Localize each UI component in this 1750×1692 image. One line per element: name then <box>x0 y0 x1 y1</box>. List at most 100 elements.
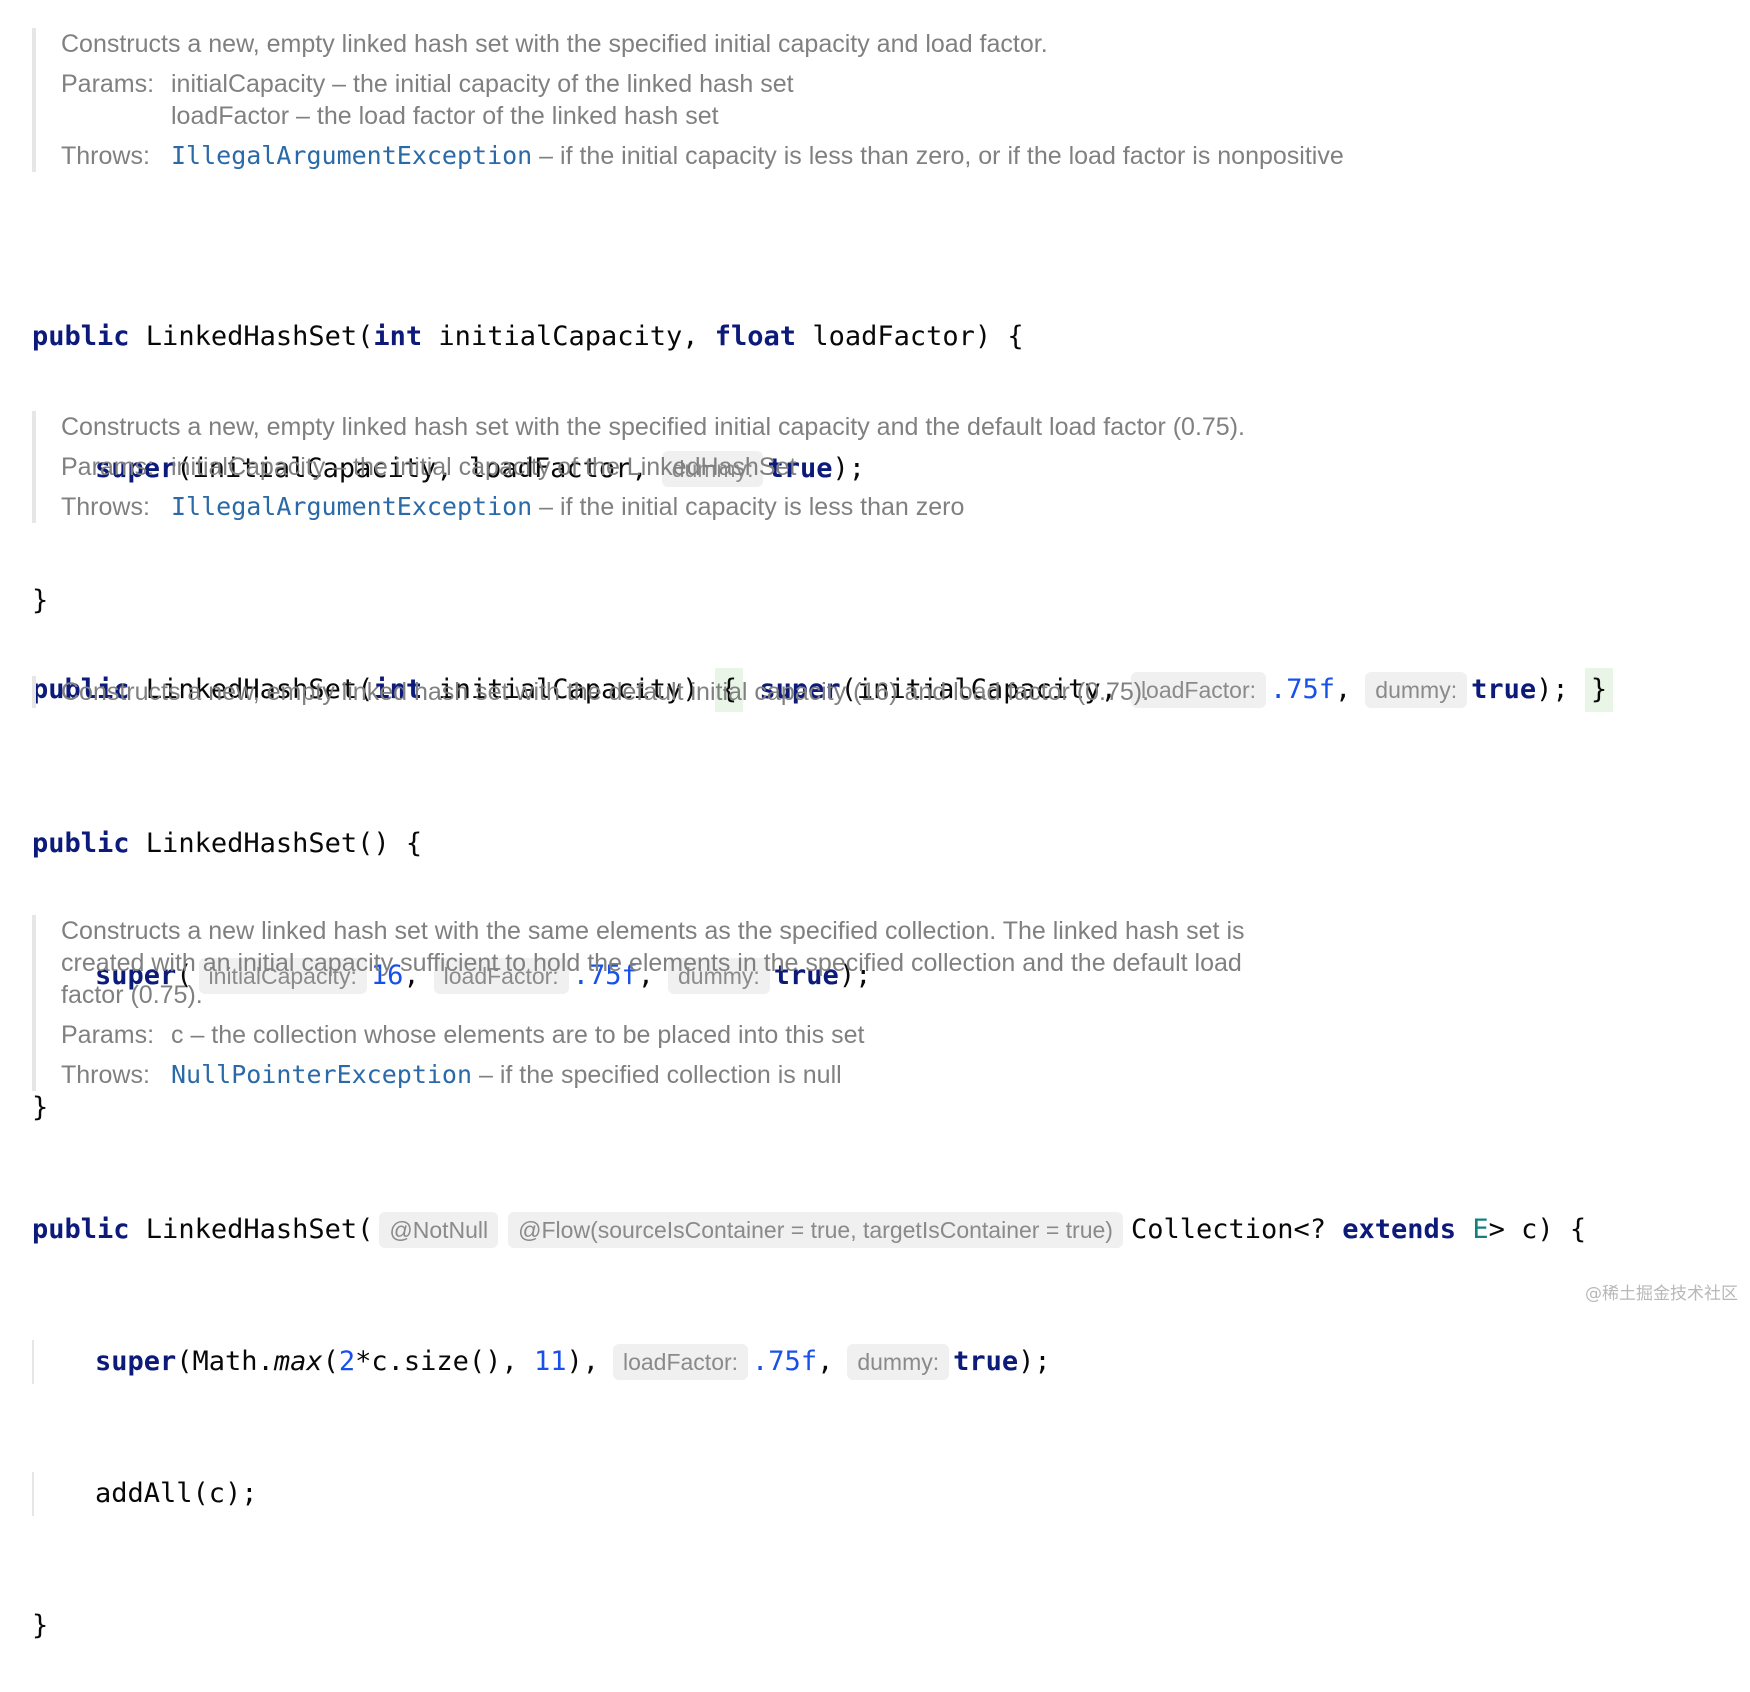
throws-text: – if the initial capacity is less than z… <box>532 493 965 521</box>
folded-brace-open[interactable]: { <box>714 668 744 712</box>
javadoc-block-2: Constructs a new, empty linked hash set … <box>32 411 1361 523</box>
code-text: initialCapacity, <box>422 321 715 352</box>
code-block-4: public LinkedHashSet(@NotNull@Flow(sourc… <box>32 1120 1586 1692</box>
code-line: super(initialCapacity:16,loadFactor:.75f… <box>32 954 871 998</box>
code-text: ( <box>322 1346 339 1377</box>
code-line: super(Math.max(2*c.size(), 11),loadFacto… <box>32 1340 1586 1384</box>
javadoc-block-3: Constructs a new, empty linked hash set … <box>32 676 1361 708</box>
code-text: ); <box>838 960 872 991</box>
keyword: true <box>773 960 839 991</box>
inlay-hint-dummy[interactable]: dummy: <box>847 1344 950 1380</box>
code-text: ); <box>832 453 866 484</box>
code-text: , <box>637 960 654 991</box>
code-text: initialCapacity) <box>422 674 715 705</box>
keyword: super <box>95 1346 177 1377</box>
doc-description: Constructs a new, empty linked hash set … <box>61 678 1150 706</box>
param-c: c – the collection whose elements are to… <box>171 1021 865 1049</box>
keyword: true <box>767 453 833 484</box>
doc-throws-row: Throws: NullPointerException – if the sp… <box>61 1059 1361 1091</box>
code-text: (initialCapacity, <box>840 674 1117 705</box>
type-parameter: E <box>1472 1214 1489 1245</box>
code-line: } <box>32 1604 1586 1648</box>
throws-label: Throws: <box>61 1061 150 1089</box>
doc-description: Constructs a new, empty linked hash set … <box>61 30 1048 58</box>
inlay-hint-dummy[interactable]: dummy: <box>667 958 770 994</box>
params-label: Params: <box>61 70 155 98</box>
exception-link[interactable]: IllegalArgumentException <box>171 492 533 521</box>
code-text: addAll(c); <box>95 1478 258 1509</box>
keyword: public <box>32 1214 130 1245</box>
keyword: float <box>714 321 797 352</box>
code-line: addAll(c); <box>32 1472 1586 1516</box>
doc-throws-row: Throws: IllegalArgumentException – if th… <box>61 140 1361 172</box>
number-literal: .75f <box>572 960 638 991</box>
number-literal: .75f <box>1270 674 1336 705</box>
ctor-name: LinkedHashSet( <box>129 1214 374 1245</box>
javadoc-block-1: Constructs a new, empty linked hash set … <box>32 28 1361 172</box>
number-literal: 11 <box>533 1346 567 1377</box>
code-text: loadFactor) { <box>796 321 1024 352</box>
number-literal: 16 <box>370 960 404 991</box>
inlay-hint-dummy[interactable]: dummy: <box>1365 672 1468 708</box>
keyword: public <box>32 828 130 859</box>
code-text: (initialCapacity, loadFactor, <box>176 453 648 484</box>
inlay-hint-dummy[interactable]: dummy: <box>661 451 764 487</box>
code-block-1: public LinkedHashSet(int initialCapacity… <box>32 227 1024 667</box>
code-text: ); <box>1536 674 1569 705</box>
exception-link[interactable]: IllegalArgumentException <box>171 141 533 170</box>
code-text: Collection<? <box>1130 1214 1343 1245</box>
keyword: true <box>953 1346 1019 1377</box>
code-text: > c) { <box>1488 1214 1587 1245</box>
code-line: public LinkedHashSet(int initialCapacity… <box>32 315 1024 359</box>
code-text: ), <box>566 1346 599 1377</box>
inlay-hint-load-factor[interactable]: loadFactor: <box>1130 672 1266 708</box>
keyword: public <box>32 674 130 705</box>
ctor-name: LinkedHashSet( <box>129 321 374 352</box>
code-line: public LinkedHashSet(@NotNull@Flow(sourc… <box>32 1208 1586 1252</box>
code-text: , <box>1335 674 1352 705</box>
code-line: public LinkedHashSet() { <box>32 822 871 866</box>
indent-guide <box>32 1340 95 1384</box>
number-literal: 2 <box>338 1346 356 1377</box>
javadoc-block-4: Constructs a new linked hash set with th… <box>32 915 1361 1091</box>
code-text: ( <box>176 960 193 991</box>
static-method: max <box>273 1346 323 1377</box>
throws-label: Throws: <box>61 493 150 521</box>
watermark: @稀土掘金技术社区 <box>1585 1284 1738 1304</box>
params-label: Params: <box>61 453 155 481</box>
code-block-3: public LinkedHashSet() { super(initialCa… <box>32 734 871 1174</box>
number-literal: .75f <box>752 1346 818 1377</box>
inlay-hint-load-factor[interactable]: loadFactor: <box>433 958 569 994</box>
doc-params-row: Params: c – the collection whose element… <box>61 1019 1361 1051</box>
keyword: int <box>373 674 423 705</box>
doc-throws-row: Throws: IllegalArgumentException – if th… <box>61 491 1361 523</box>
ctor-name: LinkedHashSet( <box>129 674 374 705</box>
code-line: super(initialCapacity, loadFactor,dummy:… <box>32 447 1024 491</box>
param-initial-capacity: initialCapacity – the initial capacity o… <box>171 70 794 98</box>
folded-brace-close[interactable]: } <box>1584 668 1614 712</box>
ctor-name: LinkedHashSet() { <box>129 828 423 859</box>
inlay-hint-flow[interactable]: @Flow(sourceIsContainer = true, targetIs… <box>508 1212 1123 1248</box>
params-label: Params: <box>61 1021 155 1049</box>
code-text: } <box>32 1092 49 1123</box>
doc-params-row: Params: initialCapacity – the initial ca… <box>61 68 1361 132</box>
inlay-hint-initial-capacity[interactable]: initialCapacity: <box>198 958 367 994</box>
indent-guide <box>32 1472 95 1516</box>
keyword: public <box>32 321 130 352</box>
keyword: true <box>1471 674 1537 705</box>
inlay-hint-not-null[interactable]: @NotNull <box>379 1212 499 1248</box>
code-block-2: public LinkedHashSet(int initialCapacity… <box>32 580 1614 756</box>
code-line: } <box>32 579 1024 623</box>
code-text: } <box>32 585 49 616</box>
code-text: (Math. <box>176 1346 274 1377</box>
param-load-factor: loadFactor – the load factor of the link… <box>171 102 719 130</box>
throws-text: – if the specified collection is null <box>472 1061 842 1089</box>
doc-description: Constructs a new linked hash set with th… <box>61 917 1245 1009</box>
exception-link[interactable]: NullPointerException <box>171 1060 473 1089</box>
inlay-hint-load-factor[interactable]: loadFactor: <box>612 1344 749 1380</box>
code-line: public LinkedHashSet(int initialCapacity… <box>32 668 1614 712</box>
keyword: super <box>759 674 841 705</box>
param-initial-capacity: initialCapacity – the initial capacity o… <box>171 453 797 481</box>
code-text: } <box>32 1610 49 1641</box>
code-text: , <box>403 960 420 991</box>
